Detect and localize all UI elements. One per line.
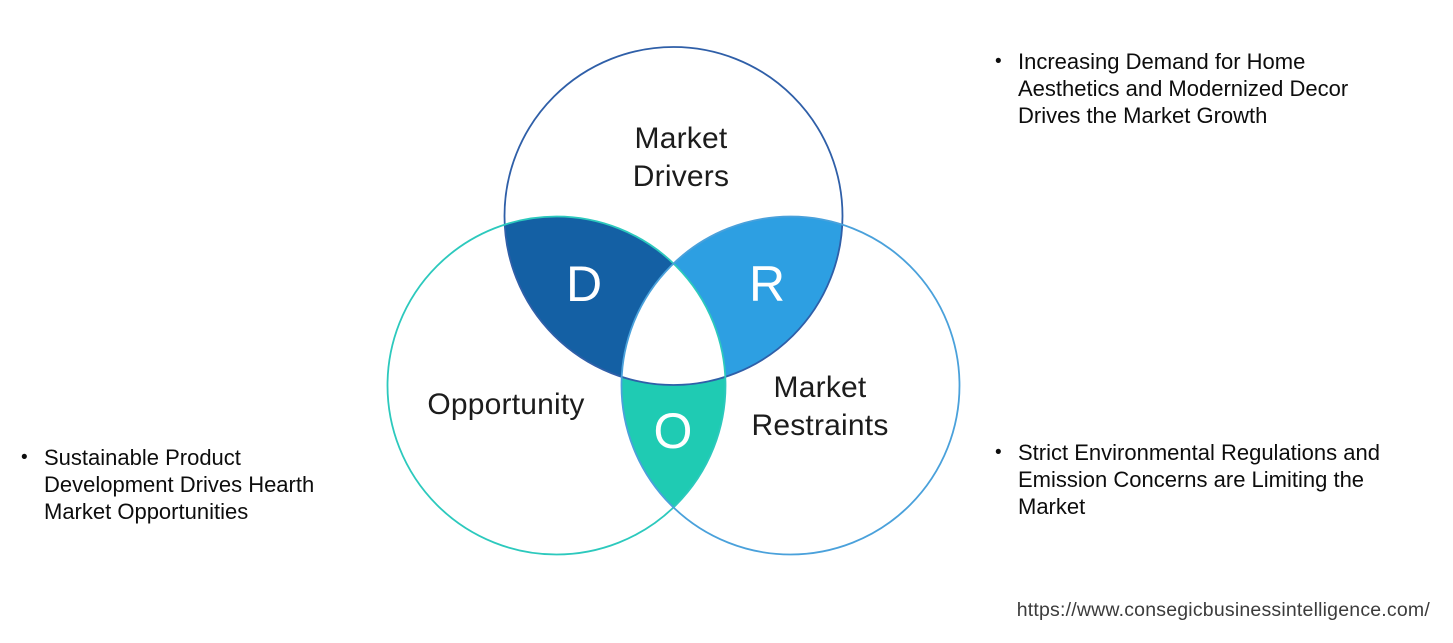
bullet-drivers-text: Increasing Demand for Home Aesthetics an… [1018, 49, 1349, 128]
label-market-restraints: Market Restraints [751, 371, 889, 442]
bullet-icon: • [995, 442, 1002, 463]
opportunity-circle-outline [386, 215, 727, 556]
bullet-icon: • [21, 447, 28, 468]
letter-r: R [748, 256, 786, 312]
bullet-opportunity-text: Sustainable Product Development Drives H… [44, 445, 315, 524]
label-market-drivers: Market Drivers [632, 122, 730, 193]
bullet-drivers-note: • Increasing Demand for Home Aesthetics … [995, 48, 1415, 129]
bullet-icon: • [995, 51, 1002, 72]
letter-o: O [653, 403, 693, 459]
drivers-circle-outline [503, 46, 844, 386]
overlap-drivers-opportunity [504, 216, 726, 385]
label-opportunity: Opportunity [427, 388, 585, 421]
restraints-circle-outline [620, 215, 961, 556]
letter-d: D [565, 256, 603, 312]
bullet-opportunity-note: • Sustainable Product Development Drives… [21, 444, 381, 525]
bullet-restraints-text: Strict Environmental Regulations and Emi… [1018, 440, 1380, 519]
overlap-drivers-restraints [621, 216, 843, 385]
source-url: https://www.consegicbusinessintelligence… [1016, 599, 1430, 621]
bullet-restraints-note: • Strict Environmental Regulations and E… [995, 439, 1435, 520]
